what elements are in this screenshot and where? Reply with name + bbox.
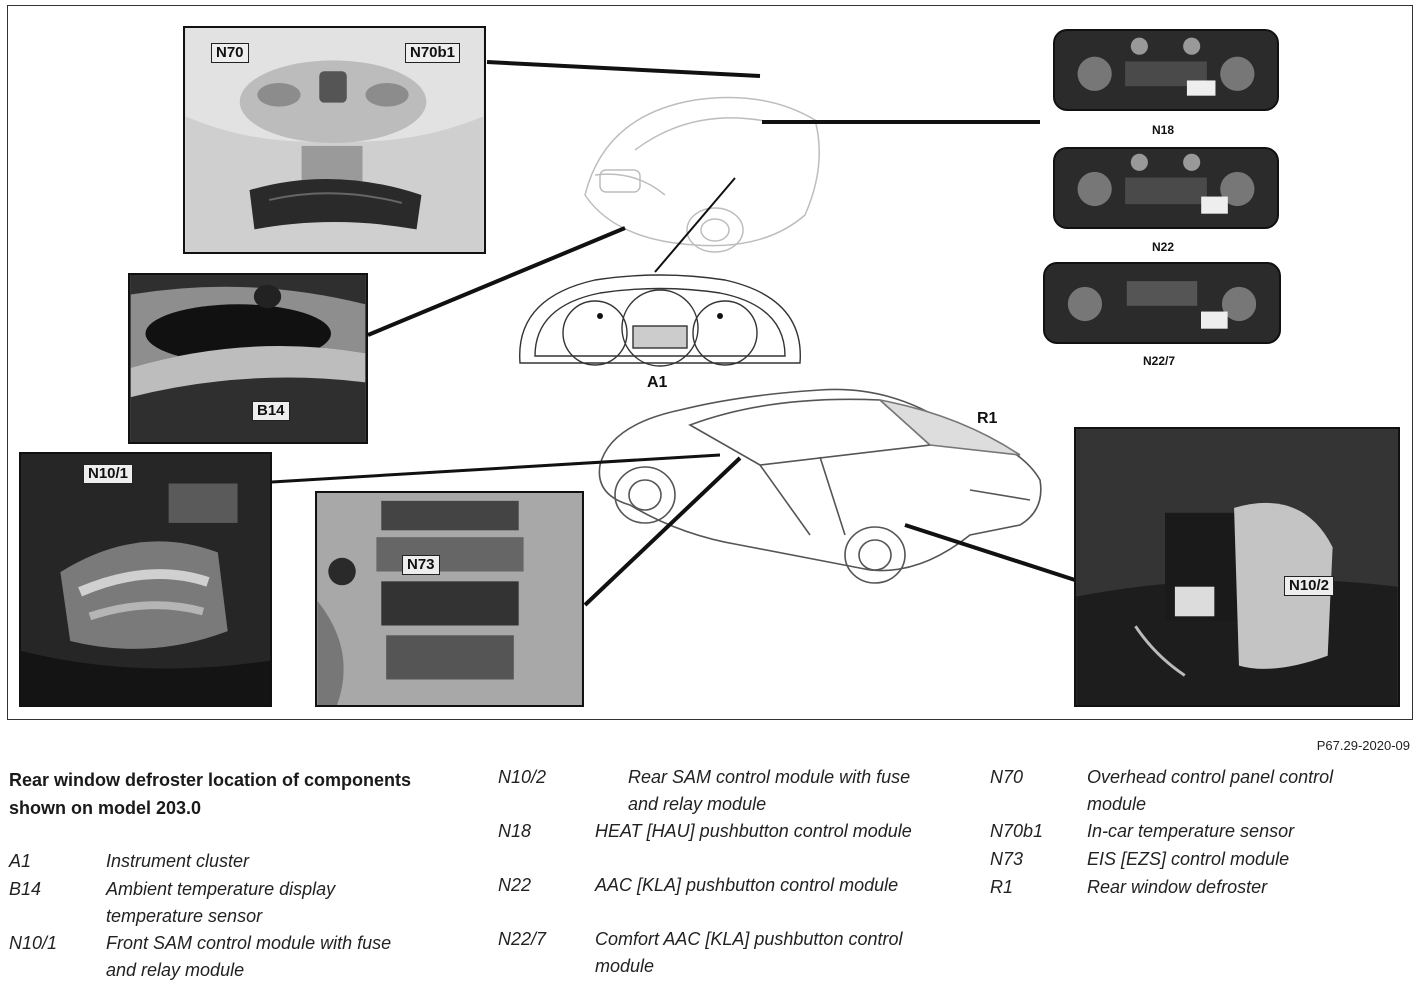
legend-item: N18 HEAT [HAU] pushbutton control module (498, 818, 915, 878)
legend-item: B14 Ambient temperature display temperatu… (9, 876, 406, 936)
legend-desc: Comfort AAC [KLA] pushbutton control mod… (595, 929, 903, 976)
legend-item: A1 Instrument cluster (9, 848, 406, 908)
callout-n10-1: N10/1 (83, 464, 134, 484)
caption-title: Rear window defroster location of compon… (9, 770, 412, 818)
callout-n73: N73 (402, 555, 440, 575)
legend-desc: Rear window defroster (1087, 877, 1268, 897)
legend-code: R1 (990, 877, 1014, 897)
callout-n70: N70 (211, 43, 249, 63)
legend-item: N70 Overhead control panel control module (990, 764, 1397, 824)
legend-code: N73 (990, 849, 1024, 869)
photo-n22-panel (1053, 147, 1279, 229)
legend-desc: Overhead control panel control module (1087, 767, 1334, 814)
legend-code: N10/1 (9, 933, 58, 953)
legend-item: N73 EIS [EZS] control module (990, 846, 1397, 906)
car-illustration-sedan (598, 388, 1042, 584)
photo-n18-panel (1053, 29, 1279, 111)
diagram-frame (7, 5, 1413, 720)
legend-code: N22/7 (498, 929, 547, 949)
label-r1: R1 (977, 410, 998, 427)
callout-n10-2: N10/2 (1284, 576, 1335, 596)
photo-overhead-panel: N70 N70b1 (183, 26, 486, 254)
legend-code: A1 (9, 851, 32, 871)
legend-desc: EIS [EZS] control module (1087, 849, 1290, 869)
legend-desc: Rear SAM control module with fuse and re… (628, 767, 911, 814)
legend-code: N18 (498, 821, 532, 841)
legend-desc: Ambient temperature display temperature … (106, 879, 336, 926)
legend-code: N70b1 (990, 821, 1044, 841)
legend-item: N10/1 Front SAM control module with fuse … (9, 930, 416, 990)
figure-id: P67.29-2020-09 (1316, 738, 1410, 753)
photo-n10-1-module: N10/1 (19, 452, 272, 707)
legend-desc: Instrument cluster (106, 851, 250, 871)
legend-desc: Front SAM control module with fuse and r… (106, 933, 392, 980)
legend-code: N70 (990, 767, 1024, 787)
label-n22-7: N22/7 (1143, 354, 1176, 368)
callout-b14: B14 (252, 401, 290, 421)
legend-item: N10/2 Rear SAM control module with fuse a… (498, 764, 918, 824)
legend-item: N22/7 Comfort AAC [KLA] pushbutton contro… (498, 926, 915, 986)
instrument-cluster-illustration (519, 274, 801, 367)
legend-desc: AAC [KLA] pushbutton control module (595, 875, 899, 895)
label-a1: A1 (647, 374, 668, 391)
legend-item: N22 AAC [KLA] pushbutton control module (498, 872, 905, 932)
photo-n10-2-module: N10/2 (1074, 427, 1400, 707)
legend-desc: In-car temperature sensor (1087, 821, 1295, 841)
callout-n70b1: N70b1 (405, 43, 461, 63)
photo-n73-ignition: N73 (315, 491, 584, 707)
legend-item: R1 Rear window defroster (990, 874, 1397, 934)
legend-code: B14 (9, 879, 42, 899)
legend-code: N22 (498, 875, 532, 895)
car-illustration-front (584, 96, 820, 253)
label-n22: N22 (1152, 240, 1175, 254)
photo-b14-sensor: B14 (128, 273, 368, 444)
label-n18: N18 (1152, 123, 1175, 137)
legend-code: N10/2 (498, 767, 547, 787)
photo-n22-7-panel (1043, 262, 1281, 344)
legend-item: N70b1 In-car temperature sensor (990, 818, 1397, 878)
legend-desc: HEAT [HAU] pushbutton control module (595, 821, 912, 841)
